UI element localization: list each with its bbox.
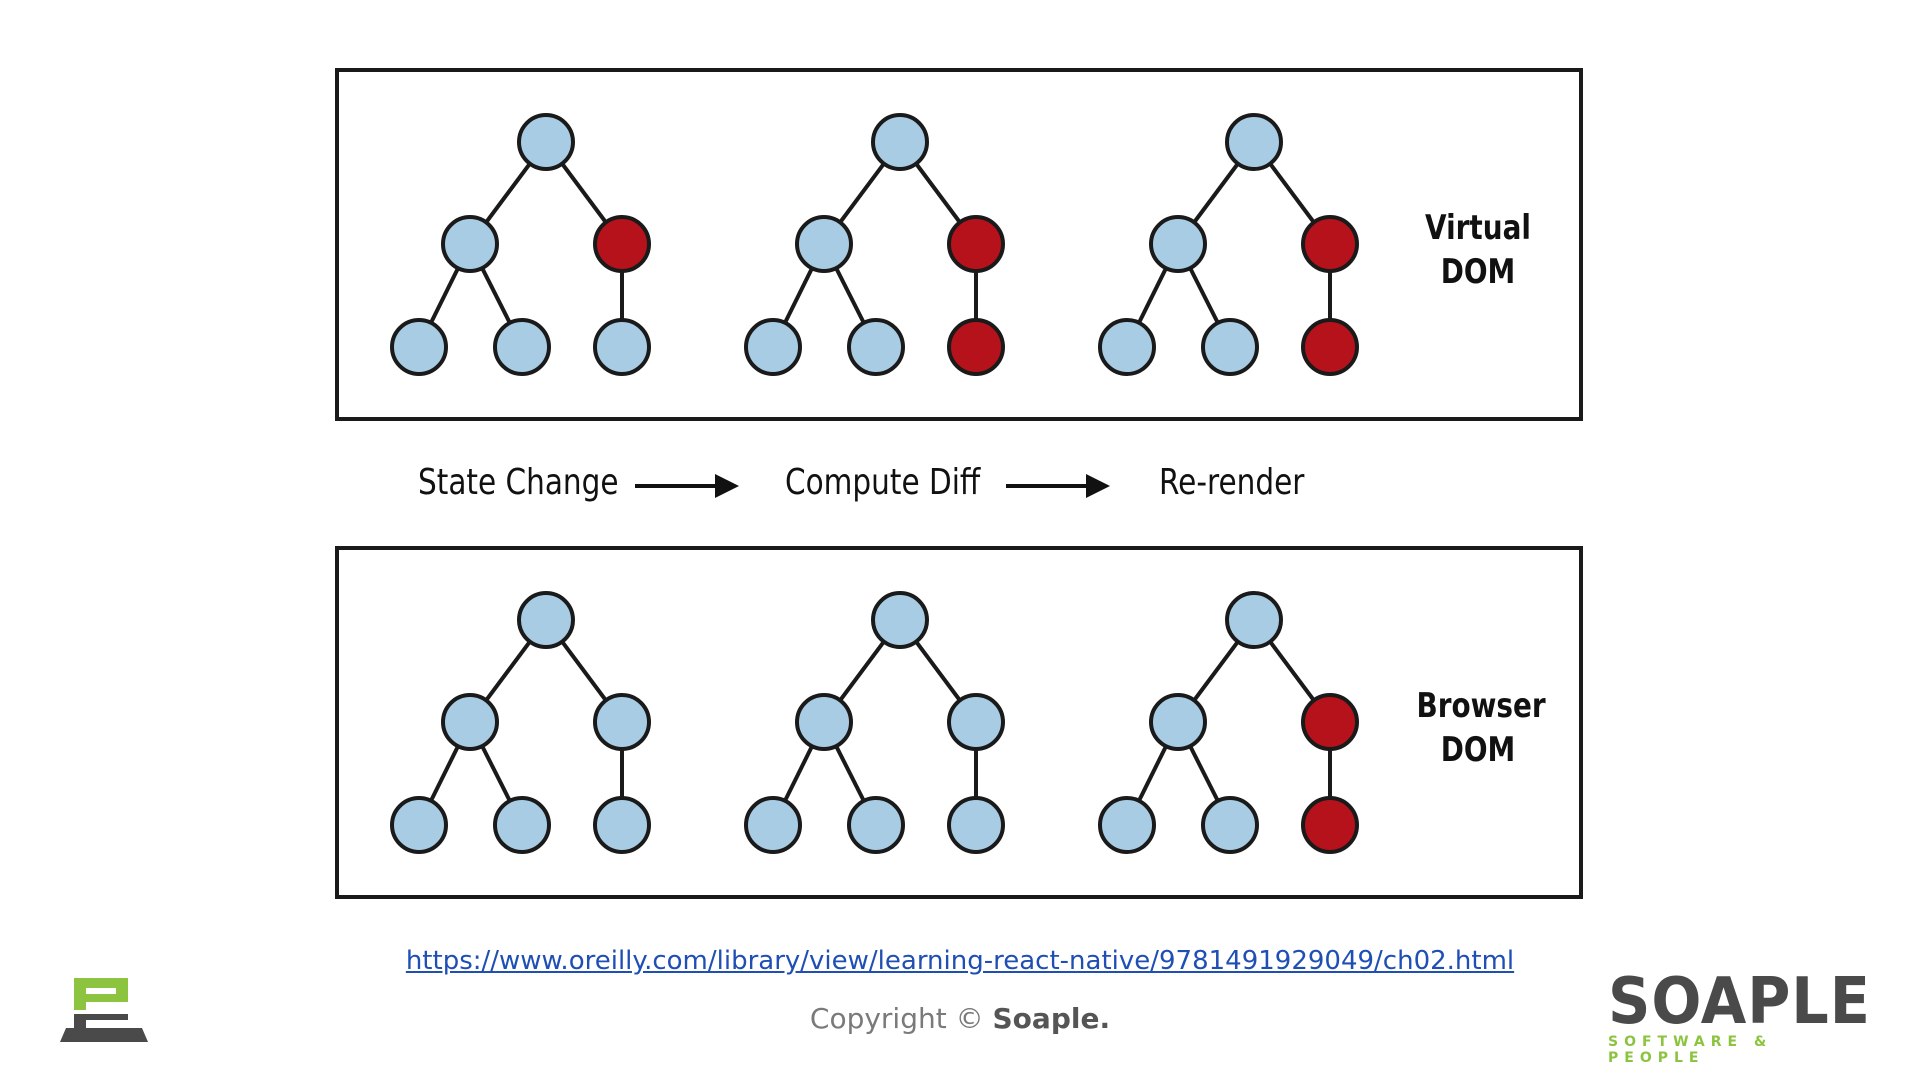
tree-node-right-red	[947, 215, 1005, 273]
tree-node-lr-blue	[1201, 796, 1259, 854]
tree-node-right-red	[1301, 693, 1359, 751]
tree-node-root-blue	[871, 113, 929, 171]
arrow-right-icon	[1006, 474, 1110, 498]
virtual-dom-panel: Virtual DOM	[335, 68, 1583, 421]
tree-node-ll-blue	[744, 796, 802, 854]
tree-node-left-blue	[441, 215, 499, 273]
tree-node-right-red	[1301, 215, 1359, 273]
tree-node-rc-blue	[593, 318, 651, 376]
tree-node-ll-blue	[1098, 318, 1156, 376]
tree-node-left-blue	[1149, 693, 1207, 751]
arrow-right-icon	[635, 474, 739, 498]
tree-node-left-blue	[1149, 215, 1207, 273]
copyright-brand: Soaple.	[992, 1002, 1111, 1035]
tree-node-root-blue	[517, 113, 575, 171]
tree-node-left-blue	[795, 693, 853, 751]
browser-tree-1	[390, 591, 651, 854]
browser-dom-trees	[390, 591, 1359, 854]
tree-node-left-blue	[441, 693, 499, 751]
tree-node-rc-red	[1301, 318, 1359, 376]
step-re-render: Re-render	[1159, 462, 1305, 503]
copyright-prefix: Copyright ©	[809, 1002, 993, 1035]
source-link[interactable]: https://www.oreilly.com/library/view/lea…	[405, 946, 1515, 976]
tree-node-lr-blue	[493, 318, 551, 376]
tree-node-root-blue	[871, 591, 929, 649]
step-state-change: State Change	[418, 462, 619, 503]
tree-node-rc-blue	[593, 796, 651, 854]
virtual-dom-trees	[390, 113, 1359, 376]
tree-node-right-red	[593, 215, 651, 273]
soaple-logo-tagline: SOFTWARE & PEOPLE	[1608, 1034, 1773, 1066]
browser-tree-2	[744, 591, 1005, 854]
tree-node-lr-blue	[493, 796, 551, 854]
browser-dom-label: Browser DOM	[1416, 686, 1546, 770]
tree-node-rc-red	[947, 318, 1005, 376]
virtual-tree-1	[390, 113, 651, 376]
tree-node-rc-blue	[947, 796, 1005, 854]
tree-node-right-blue	[947, 693, 1005, 751]
tree-node-ll-blue	[390, 796, 448, 854]
soaple-logo-icon	[60, 978, 148, 1042]
tree-node-ll-blue	[1098, 796, 1156, 854]
copyright: Copyright © Soaple.	[0, 1002, 1920, 1035]
tree-node-root-blue	[1225, 591, 1283, 649]
tree-node-left-blue	[795, 215, 853, 273]
tree-node-root-blue	[517, 591, 575, 649]
browser-dom-panel: Browser DOM	[335, 546, 1583, 899]
tree-node-root-blue	[1225, 113, 1283, 171]
tree-node-lr-blue	[847, 796, 905, 854]
virtual-dom-label: Virtual DOM	[1425, 208, 1531, 292]
virtual-tree-3	[1098, 113, 1359, 376]
soaple-logo-word: SOAPLE	[1608, 965, 1871, 1039]
soaple-logo: SOAPLE SOFTWARE & PEOPLE	[1608, 965, 1871, 1066]
tree-node-right-blue	[593, 693, 651, 751]
tree-node-lr-blue	[847, 318, 905, 376]
tree-node-ll-blue	[390, 318, 448, 376]
tree-node-lr-blue	[1201, 318, 1259, 376]
browser-tree-3	[1098, 591, 1359, 854]
virtual-tree-2	[744, 113, 1005, 376]
step-compute-diff: Compute Diff	[785, 462, 981, 503]
tree-node-rc-red	[1301, 796, 1359, 854]
tree-node-ll-blue	[744, 318, 802, 376]
